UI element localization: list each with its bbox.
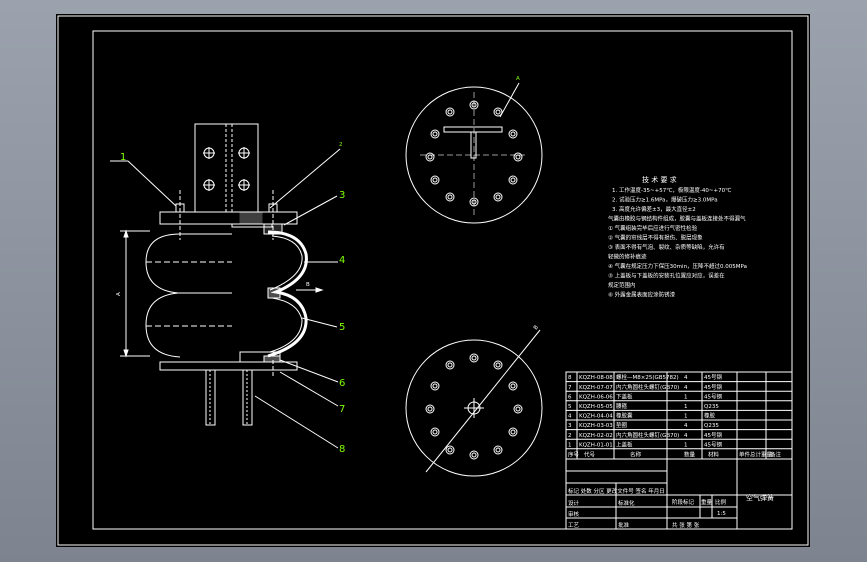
- tech-line: 规定范围内: [608, 281, 636, 289]
- callout-1: 1: [120, 152, 126, 163]
- height-dimension-value: A: [116, 292, 122, 296]
- title-standard: 标准化: [618, 499, 635, 507]
- bom-cell-material: 45号钢: [704, 440, 722, 448]
- bom-cell-no: 2: [568, 433, 572, 439]
- bom-cell-qty: 1: [684, 404, 688, 410]
- diameter-dimension-value: B: [306, 282, 310, 288]
- bom-cell-code: KQZH-08-08: [579, 375, 613, 381]
- section-view: [110, 123, 341, 449]
- technical-requirements: 技 术 要 求 1. 工作温度-35~+57℃，极限温度-40~+70℃ 2. 试…: [608, 175, 747, 299]
- bom-cell-code: KQZH-04-04: [579, 414, 613, 420]
- bottom-plan-view: [405, 329, 543, 477]
- bom-cell-material: 橡胶: [704, 412, 716, 420]
- bom-cell-code: KQZH-01-01: [579, 442, 613, 448]
- tech-line: 1. 工作温度-35~+57℃，极限温度-40~+70℃: [612, 186, 731, 194]
- tech-line: ② 气囊的帘线层不得有损伤、脱层现象: [608, 234, 703, 242]
- bom-cell-code: KQZH-07-07: [579, 385, 613, 391]
- bom-cell-code: KQZH-05-05: [579, 404, 613, 410]
- title-stage: 阶段标记: [672, 498, 695, 506]
- section-marker-bottom: B: [533, 324, 540, 331]
- inner-frame: [92, 30, 793, 530]
- bom-cell-name: 下盖板: [616, 392, 633, 400]
- bom-table: [565, 371, 793, 460]
- bom-cell-qty: 1: [684, 394, 688, 400]
- title-scale-value: 1:5: [717, 511, 726, 517]
- bom-cell-no: 3: [568, 423, 572, 429]
- bom-cell-code: KQZH-06-06: [579, 394, 613, 400]
- bom-cell-material: 45号钢: [704, 392, 722, 400]
- top-plan-view: [405, 82, 543, 224]
- sheet-background: [56, 14, 810, 547]
- bom-cell-qty: 4: [684, 375, 688, 381]
- title-approve: 批准: [618, 521, 630, 529]
- title-weight: 重量: [701, 498, 713, 506]
- bom-cell-name: 内六角圆柱头螺钉(GB70): [616, 431, 679, 439]
- bom-header-qty: 数量: [684, 450, 696, 458]
- bom-header-no: 序号: [568, 450, 580, 458]
- bom-cell-name: 垫圈: [616, 421, 628, 429]
- bom-cell-no: 5: [568, 404, 572, 410]
- bom-cell-material: 45号钢: [704, 431, 722, 439]
- tech-line: ① 气囊组装完毕后应进行气密性检验: [608, 224, 698, 232]
- bom-cell-material: Q235: [704, 404, 719, 410]
- bom-header-note: 备注: [770, 450, 782, 458]
- bom-cell-material: 45号钢: [704, 383, 722, 391]
- bom-cell-no: 1: [568, 442, 572, 448]
- bom-cell-name: 橡胶囊: [616, 412, 633, 420]
- tech-title: 技 术 要 求: [642, 175, 677, 184]
- tech-line: 2. 试验压力≥1.6MPa，爆破压力≥3.0MPa: [612, 196, 718, 204]
- callout-4: 4: [339, 255, 345, 266]
- bom-header-code: 代号: [584, 450, 596, 458]
- tech-line: ⑥ 外露金属表面应涂防锈漆: [608, 291, 676, 299]
- tech-line: 3. 高度允许偏差±3，最大直径±2: [612, 205, 696, 213]
- bracket-bolt-holes: [203, 147, 250, 191]
- title-review: 审核: [568, 510, 580, 518]
- tech-line: 轻微的修补痕迹: [608, 253, 647, 261]
- callout-6: 6: [339, 378, 345, 389]
- outer-border: [57, 15, 809, 546]
- tech-line: ⑤ 上盖板与下盖板的安装孔位置应对应，误差在: [608, 272, 725, 280]
- bom-cell-qty: 1: [684, 414, 688, 420]
- bom-cell-name: 内六角圆柱头螺钉(GB70): [616, 383, 679, 391]
- callout-8: 8: [339, 444, 345, 455]
- bom-cell-qty: 4: [684, 385, 688, 391]
- bom-cell-name: 螺栓—M8×25(GB5782): [616, 373, 679, 381]
- title-design: 设计: [568, 499, 580, 507]
- bom-header-weight: 单件总计重量: [739, 450, 773, 458]
- section-marker-top: A: [516, 76, 520, 82]
- tech-line: 气囊由橡胶与钢结构件组成，胶囊与盖板连接处不得漏气: [608, 215, 746, 223]
- bom-cell-material: 45号钢: [704, 373, 722, 381]
- bom-header-material: 材料: [708, 450, 720, 458]
- callout-3: 3: [339, 190, 345, 201]
- bom-cell-no: 7: [568, 385, 572, 391]
- drawing-title: 空气弹簧: [746, 493, 774, 502]
- title-sheet: 共 张 第 张: [672, 521, 700, 529]
- title-mark-row: 标记 处数 分区 更改文件号 签名 年月日: [568, 487, 665, 495]
- bom-cell-qty: 1: [684, 442, 688, 448]
- callout-5: 5: [339, 322, 345, 333]
- bom-cell-no: 6: [568, 394, 572, 400]
- title-scale-label: 比例: [715, 498, 727, 506]
- bom-cell-code: KQZH-03-03: [579, 423, 613, 429]
- title-process: 工艺: [568, 522, 580, 529]
- bom-cell-qty: 4: [684, 423, 688, 429]
- bom-cell-code: KQZH-02-02: [579, 433, 613, 439]
- bom-cell-name: 上盖板: [616, 440, 633, 448]
- callout-7: 7: [339, 404, 345, 415]
- bom-cell-no: 4: [568, 414, 572, 420]
- bom-cell-no: 8: [568, 375, 572, 381]
- bom-cell-material: Q235: [704, 423, 719, 429]
- callout-2: 2: [339, 142, 343, 148]
- bom-cell-qty: 4: [684, 433, 688, 439]
- bom-header-name: 名称: [630, 450, 642, 458]
- tech-line: ④ 气囊在规定压力下保压30min，压降不超过0.005MPa: [608, 262, 747, 270]
- title-block: [565, 458, 793, 530]
- bom-cell-name: 腰箍: [616, 402, 628, 410]
- tech-line: ③ 表面不得有气泡、裂纹、杂质等缺陷，允许有: [608, 243, 725, 251]
